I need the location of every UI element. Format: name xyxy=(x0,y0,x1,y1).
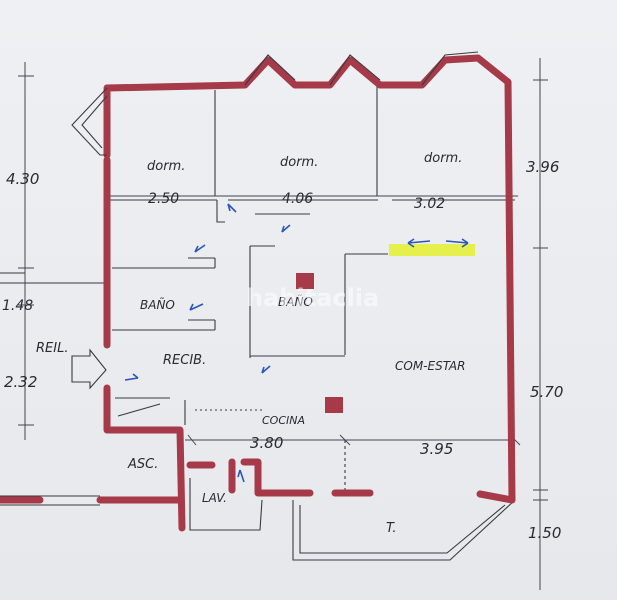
exterior-walls xyxy=(0,51,516,532)
room-label-entrance: REIL. xyxy=(36,341,68,356)
dim-left-low: 2.32 xyxy=(4,373,37,391)
dim-bedroom-3: 3.02 xyxy=(414,196,445,212)
dim-bedroom-1: 2.50 xyxy=(148,191,179,207)
room-label-hall: RECIB. xyxy=(163,353,206,368)
room-label-bath-1: BAÑO xyxy=(140,297,175,312)
room-label-bedroom-2: dorm. xyxy=(280,155,318,170)
column xyxy=(325,397,343,413)
dim-left-top: 4.30 xyxy=(6,170,39,188)
highlight-mark xyxy=(389,244,475,256)
dim-kitchen: 3.80 xyxy=(250,434,283,452)
room-label-bath-2: BAÑO xyxy=(278,294,313,309)
dimension-lines xyxy=(18,58,548,590)
room-label-terrace: T. xyxy=(386,521,397,536)
watermark: habitaclia xyxy=(246,284,379,312)
room-labels: dorm. dorm. dorm. BAÑO BAÑO RECIB. COM-E… xyxy=(36,151,465,536)
door-arrows xyxy=(124,203,469,483)
room-label-elevator: ASC. xyxy=(127,457,158,472)
column xyxy=(296,273,314,289)
room-label-laundry: LAV. xyxy=(202,491,227,505)
dim-living: 3.95 xyxy=(420,440,453,458)
dim-bedroom-2: 4.06 xyxy=(282,191,313,207)
room-label-living: COM-ESTAR xyxy=(395,359,465,373)
room-label-bedroom-1: dorm. xyxy=(147,159,185,174)
dim-right-low: 1.50 xyxy=(528,524,561,542)
interior-lines xyxy=(0,85,516,561)
dim-right-top: 3.96 xyxy=(526,158,559,176)
room-label-bedroom-3: dorm. xyxy=(424,151,462,166)
room-label-kitchen: COCINA xyxy=(262,414,305,427)
dim-left-mid: 1.48 xyxy=(2,298,33,314)
dim-right-mid: 5.70 xyxy=(530,383,563,401)
dimension-labels: 4.30 1.48 2.32 2.50 4.06 3.02 3.96 5.70 … xyxy=(2,158,563,542)
